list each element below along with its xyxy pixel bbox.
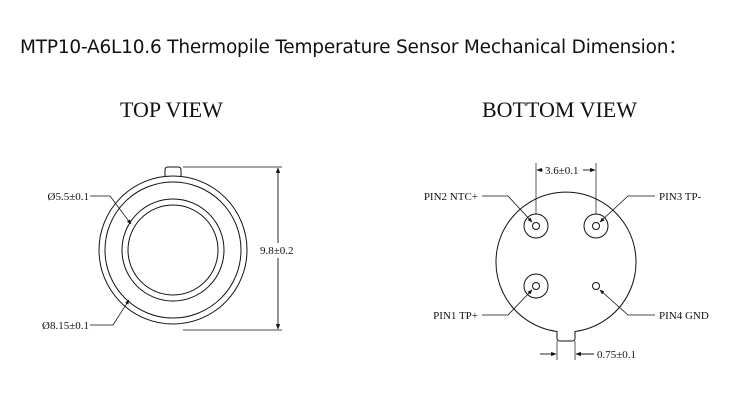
pin2-label: PIN2 NTC+	[424, 191, 478, 203]
top-view-outer-circle	[98, 175, 248, 325]
top-view-drawing	[90, 166, 282, 331]
top-inner-diameter-label: Ø5.5±0.1	[48, 191, 89, 203]
top-height-label: 9.8±0.2	[260, 245, 294, 257]
top-view-title: TOP VIEW	[120, 97, 223, 122]
bottom-view-drawing	[482, 163, 655, 360]
top-view-rim-circle	[104, 181, 242, 319]
top-view-lens-outer	[121, 198, 225, 302]
top-view-lens-inner	[127, 204, 219, 296]
bottom-view-title: BOTTOM VIEW	[482, 97, 638, 122]
top-outer-diameter-label: Ø8.15±0.1	[42, 320, 89, 332]
tab-width-label: 0.75±0.1	[597, 349, 636, 361]
pin-spacing-label: 3.6±0.1	[545, 165, 579, 177]
pin1-marker	[523, 273, 549, 299]
pin3-label: PIN3 TP-	[659, 191, 702, 203]
pin1-label: PIN1 TP+	[433, 310, 478, 322]
top-view-tab	[164, 166, 182, 180]
pin4-label: PIN4 GND	[659, 310, 709, 322]
page-title: MTP10-A6L10.6 Thermopile Temperature Sen…	[20, 37, 687, 58]
pin4-marker	[592, 282, 600, 290]
bottom-view-body	[495, 191, 637, 342]
